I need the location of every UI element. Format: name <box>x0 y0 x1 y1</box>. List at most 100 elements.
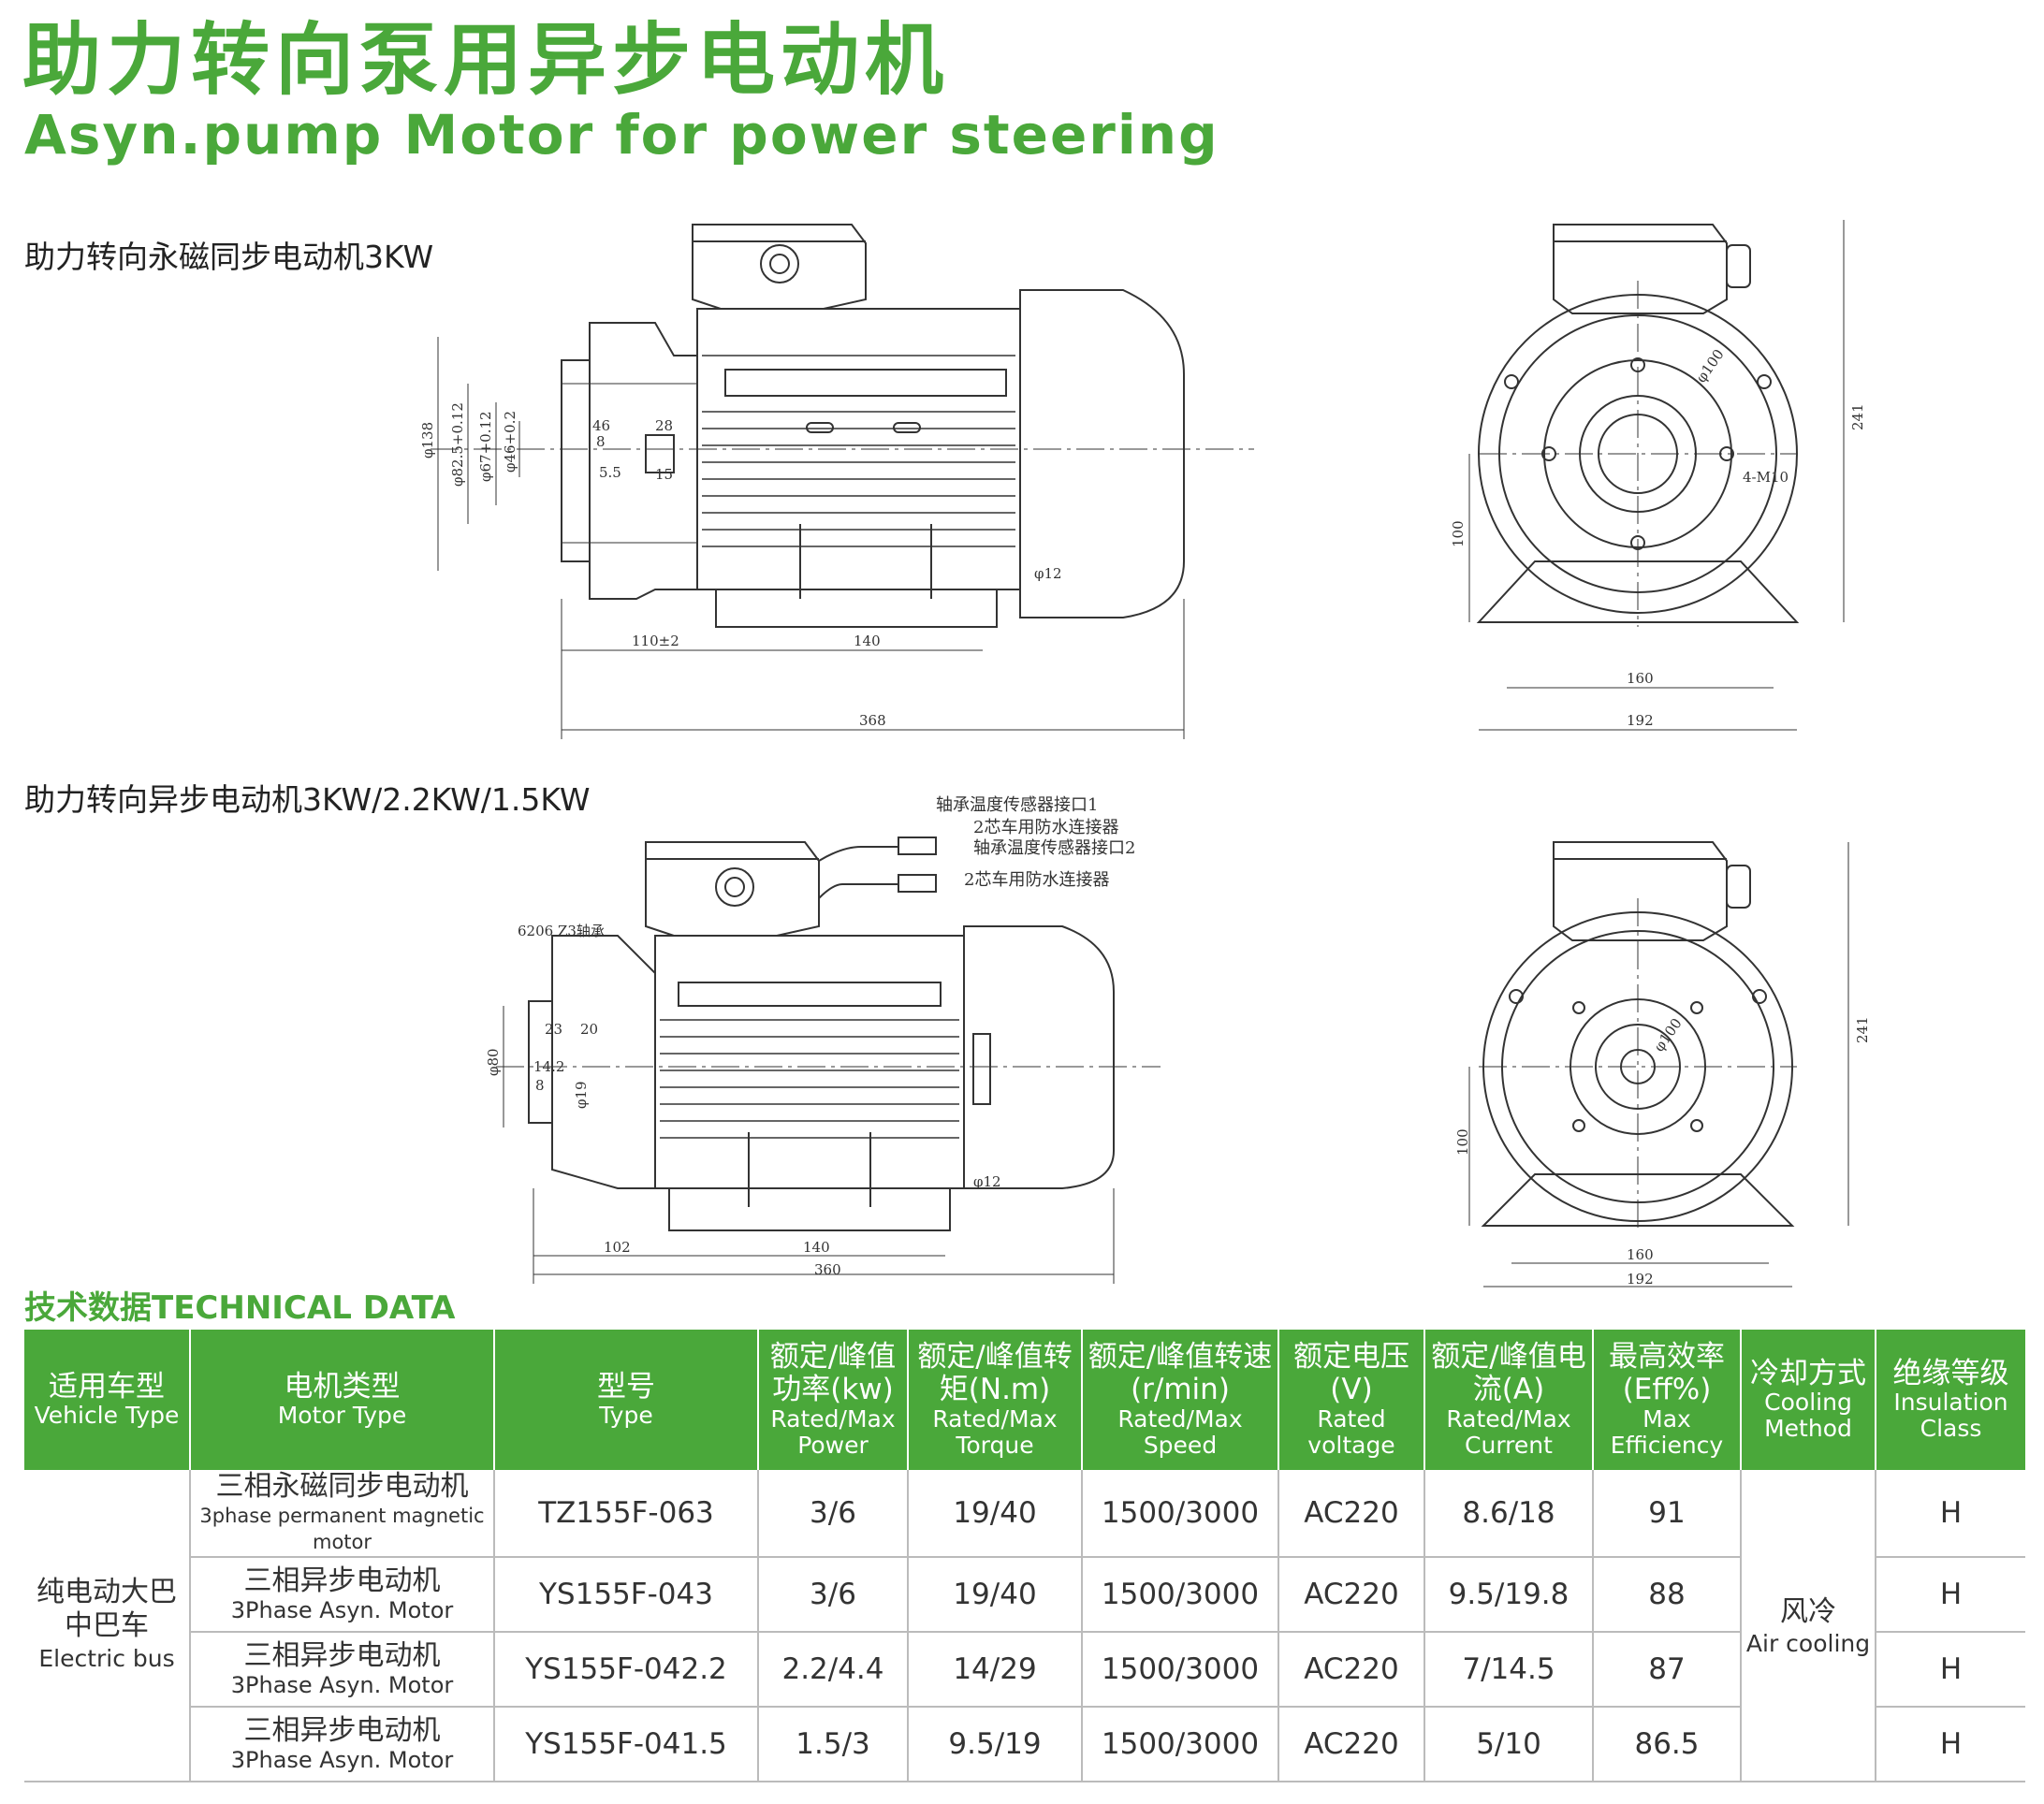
dim-l140: 140 <box>854 633 881 649</box>
voltage-cell: AC220 <box>1278 1632 1425 1708</box>
efficiency-cell: 91 <box>1593 1470 1742 1558</box>
insulation-cell: H <box>1876 1470 2025 1558</box>
speed-cell: 1500/3000 <box>1082 1470 1279 1558</box>
dim2-l102: 102 <box>604 1239 631 1256</box>
dim-w28: 28 <box>655 417 673 434</box>
speed-cell: 1500/3000 <box>1082 1557 1279 1633</box>
dim2-w8: 8 <box>535 1077 545 1094</box>
dim-d138: φ138 <box>419 422 436 458</box>
power-cell: 2.2/4.4 <box>758 1632 909 1708</box>
dim-w8: 8 <box>596 433 606 450</box>
insulation-cell: H <box>1876 1707 2025 1782</box>
efficiency-cell: 86.5 <box>1593 1707 1742 1782</box>
page-title-cn: 助力转向泵用异步电动机 <box>22 14 950 106</box>
motor1-side-view <box>431 224 1254 739</box>
voltage-cell: AC220 <box>1278 1707 1425 1782</box>
note-sensor1: 轴承温度传感器接口1 <box>936 795 1098 815</box>
voltage-cell: AC220 <box>1278 1557 1425 1633</box>
dim2-w20: 20 <box>580 1021 598 1038</box>
dim2-l140: 140 <box>803 1239 830 1256</box>
motor2-end-view <box>1468 841 1849 1288</box>
note-conn2: 2芯车用防水连接器 <box>964 870 1109 890</box>
section1-label: 助力转向永磁同步电动机3KW <box>24 239 434 275</box>
note-conn1: 2芯车用防水连接器 <box>973 818 1118 837</box>
dim-w192: 192 <box>1627 712 1654 729</box>
current-cell: 5/10 <box>1424 1707 1594 1782</box>
technical-drawings: φ138 φ82.5+0.12 φ67+0.12 φ46+0.2 46 28 8… <box>419 220 1871 1288</box>
dim-w55: 5.5 <box>599 464 621 481</box>
dim-d67: φ67+0.12 <box>477 411 494 482</box>
type-cell: YS155F-043 <box>494 1557 759 1633</box>
note-sensor2: 轴承温度传感器接口2 <box>973 838 1135 858</box>
header-current: 额定/峰值电流(A)Rated/Max Current <box>1424 1330 1594 1470</box>
torque-cell: 19/40 <box>908 1557 1083 1633</box>
insulation-cell: H <box>1876 1632 2025 1708</box>
vehicle-type-cell: 纯电动大巴 中巴车 Electric bus <box>24 1470 191 1782</box>
header-efficiency: 最高效率(Eff%)Max Efficiency <box>1593 1330 1742 1470</box>
current-cell: 9.5/19.8 <box>1424 1557 1594 1633</box>
dim-h241: 241 <box>1849 403 1866 430</box>
dim-d100r: φ100 <box>1693 346 1728 386</box>
header-voltage: 额定电压(V)Rated voltage <box>1278 1330 1425 1470</box>
type-cell: TZ155F-063 <box>494 1470 759 1558</box>
technical-data-title: 技术数据TECHNICAL DATA <box>24 1289 456 1327</box>
dim2-d80: φ80 <box>485 1048 502 1076</box>
power-cell: 3/6 <box>758 1557 909 1633</box>
voltage-cell: AC220 <box>1278 1470 1425 1558</box>
dim2-w142: 14.2 <box>533 1058 564 1075</box>
type-cell: YS155F-042.2 <box>494 1632 759 1708</box>
dim-d12: φ12 <box>1034 565 1062 582</box>
note-bearing: 6206 Z3轴承 <box>518 923 605 939</box>
power-cell: 1.5/3 <box>758 1707 909 1782</box>
page-title-en: Asyn.pump Motor for power steering <box>24 103 1219 167</box>
dim-h100: 100 <box>1450 520 1467 547</box>
dim2-d100r: φ100 <box>1651 1015 1686 1055</box>
dim-w46: 46 <box>592 417 610 434</box>
header-power: 额定/峰值功率(kw)Rated/Max Power <box>758 1330 909 1470</box>
efficiency-cell: 87 <box>1593 1632 1742 1708</box>
motor2-side-view <box>496 837 1161 1284</box>
speed-cell: 1500/3000 <box>1082 1632 1279 1708</box>
dim2-w192: 192 <box>1627 1271 1654 1288</box>
dim2-d19: φ19 <box>573 1081 590 1109</box>
power-cell: 3/6 <box>758 1470 909 1558</box>
header-speed: 额定/峰值转速(r/min)Rated/Max Speed <box>1082 1330 1279 1470</box>
dim2-h241: 241 <box>1854 1016 1871 1043</box>
type-cell: YS155F-041.5 <box>494 1707 759 1782</box>
dim2-l360: 360 <box>814 1261 841 1278</box>
current-cell: 7/14.5 <box>1424 1632 1594 1708</box>
section2-label: 助力转向异步电动机3KW/2.2KW/1.5KW <box>24 781 591 818</box>
dim2-w160: 160 <box>1627 1246 1654 1263</box>
dim-w15: 15 <box>655 466 673 483</box>
dim-d82: φ82.5+0.12 <box>449 402 466 487</box>
torque-cell: 9.5/19 <box>908 1707 1083 1782</box>
torque-cell: 19/40 <box>908 1470 1083 1558</box>
dim-l110: 110±2 <box>632 633 679 649</box>
current-cell: 8.6/18 <box>1424 1470 1594 1558</box>
header-torque: 额定/峰值转矩(N.m)Rated/Max Torque <box>908 1330 1083 1470</box>
speed-cell: 1500/3000 <box>1082 1707 1279 1782</box>
dim-w160: 160 <box>1627 670 1654 687</box>
dim2-d12: φ12 <box>973 1173 1001 1190</box>
insulation-cell: H <box>1876 1557 2025 1633</box>
motor1-end-view <box>1468 220 1845 731</box>
dim-4m10: 4-M10 <box>1743 469 1788 486</box>
dim-d46: φ46+0.2 <box>502 411 518 473</box>
dim2-w23: 23 <box>545 1021 562 1038</box>
dim2-h100: 100 <box>1454 1128 1471 1156</box>
dim-l368: 368 <box>859 712 886 729</box>
